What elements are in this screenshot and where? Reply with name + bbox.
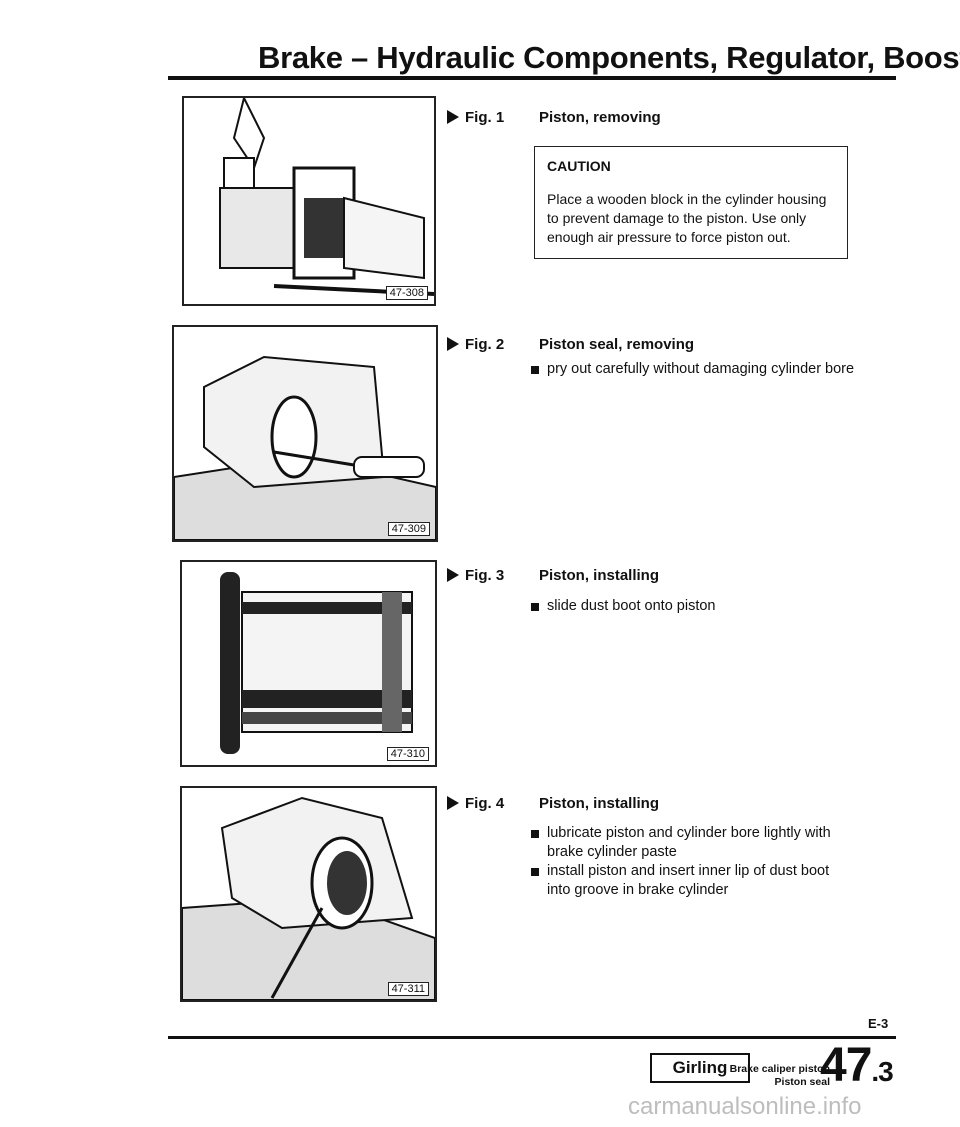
figure-3-heading: Fig. 3 Piston, installing [447, 567, 659, 584]
page-code: E-3 [868, 1016, 889, 1031]
page-title: Brake – Hydraulic Components, Regulator,… [258, 40, 960, 75]
figure-4-steps: lubricate piston and cylinder bore light… [531, 824, 831, 900]
figure-4-number: 47-311 [387, 982, 429, 996]
footer-rule [168, 1036, 896, 1039]
watermark: carmanualsonline.info [628, 1093, 862, 1120]
figure-4-heading: Fig. 4 Piston, installing [447, 795, 659, 812]
section-number-sub: .3 [871, 1056, 893, 1087]
figure-1-label: Fig. 1 [465, 109, 505, 126]
footer-subtitle-line2: Piston seal [774, 1076, 830, 1088]
caution-text: Place a wooden block in the cylinder hou… [547, 191, 827, 245]
figure-2-number: 47-309 [387, 522, 430, 536]
list-item: lubricate piston and cylinder bore light… [531, 824, 831, 862]
figure-1-title: Piston, removing [539, 109, 661, 126]
figure-3-number: 47-310 [386, 747, 429, 761]
section-number-main: 47 [820, 1039, 872, 1092]
figure-2-label: Fig. 2 [465, 336, 505, 353]
pointer-arrow-icon [447, 337, 459, 351]
figure-2-illustration: 47-309 [172, 325, 438, 542]
footer-subtitle: Brake caliper piston Piston seal [680, 1063, 830, 1089]
brand-logo: Girling [650, 1053, 750, 1083]
list-item: slide dust boot onto piston [531, 597, 861, 616]
list-item: pry out carefully without damaging cylin… [531, 360, 861, 379]
figure-3-steps: slide dust boot onto piston [531, 597, 861, 616]
list-item: install piston and insert inner lip of d… [531, 862, 831, 900]
pointer-arrow-icon [447, 796, 459, 810]
figure-4-illustration: 47-311 [180, 786, 437, 1002]
figure-3-title: Piston, installing [539, 567, 660, 584]
section-number: 47.3 [820, 1038, 894, 1093]
pointer-arrow-icon [447, 110, 459, 124]
pointer-arrow-icon [447, 568, 459, 582]
footer-subtitle-line1: Brake caliper piston [729, 1063, 830, 1075]
figure-1-number: 47-308 [385, 286, 428, 300]
figure-2-heading: Fig. 2 Piston seal, removing [447, 336, 694, 353]
figure-1-heading: Fig. 1 Piston, removing [447, 109, 661, 126]
figure-1-illustration: 47-308 [182, 96, 436, 306]
figure-3-illustration: 47-310 [180, 560, 437, 767]
header-rule [168, 76, 896, 80]
figure-3-label: Fig. 3 [465, 567, 505, 584]
figure-4-label: Fig. 4 [465, 795, 505, 812]
caution-title: CAUTION [547, 158, 611, 174]
figure-4-title: Piston, installing [539, 795, 660, 812]
caution-box: CAUTION Place a wooden block in the cyli… [534, 146, 848, 259]
figure-2-title: Piston seal, removing [539, 336, 695, 353]
figure-2-steps: pry out carefully without damaging cylin… [531, 360, 861, 379]
